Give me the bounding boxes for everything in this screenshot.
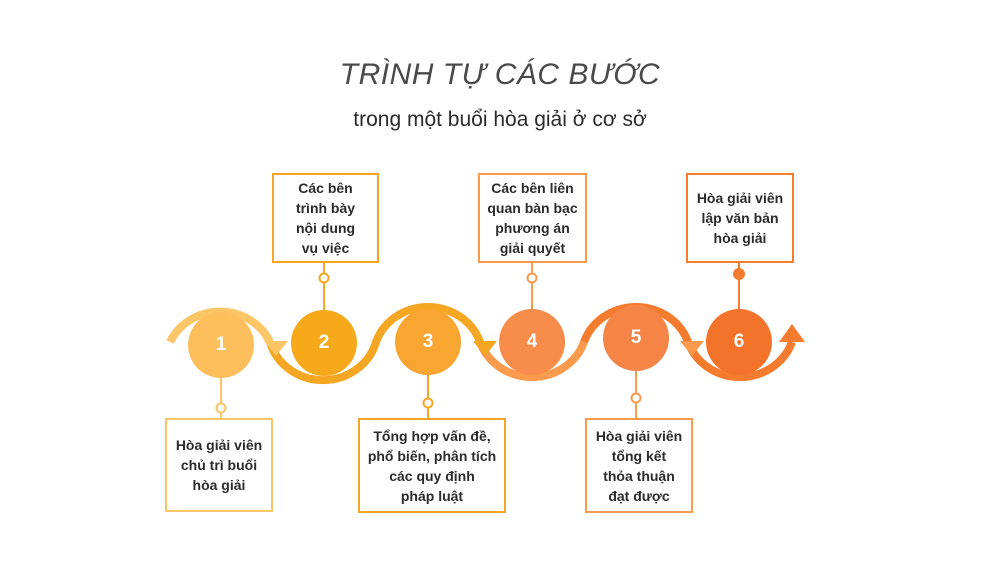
track-segment-1 [166, 307, 274, 344]
step-6-dot [733, 268, 745, 280]
arrowhead-1 [264, 341, 288, 356]
step-1-dot [215, 402, 227, 414]
step-2-dot [318, 272, 330, 284]
step-6-circle [706, 309, 772, 375]
arrowhead-2 [473, 341, 497, 356]
arrowhead-3 [680, 341, 704, 356]
step-2-number: 2 [318, 332, 330, 353]
step-4-dot [526, 272, 538, 284]
step-5-circle [603, 305, 669, 371]
step-3-circle [395, 309, 461, 375]
step-1-box: Hòa giải viên chủ trì buổi hòa giải [165, 418, 273, 512]
step-5-number: 5 [630, 327, 642, 348]
step-6-box: Hòa giải viên lập văn bản hòa giải [686, 173, 794, 263]
step-3-box: Tổng hợp vấn đề, phổ biến, phân tích các… [358, 418, 506, 513]
arrowhead-end [779, 324, 805, 342]
step-1-circle [188, 312, 254, 378]
step-5-box: Hòa giải viên tổng kết thỏa thuận đạt đư… [585, 418, 693, 513]
track-segment-3 [476, 340, 588, 381]
step-5-dot [630, 392, 642, 404]
step-4-box: Các bên liên quan bàn bạc phương án giải… [478, 173, 587, 263]
step-4-circle [499, 309, 565, 375]
step-1-number: 1 [215, 334, 227, 355]
step-6-number: 6 [733, 331, 745, 352]
step-2-box: Các bên trình bày nội dung vụ việc [272, 173, 379, 263]
step-4-number: 4 [526, 331, 538, 352]
page-subtitle: trong một buổi hòa giải ở cơ sở [353, 108, 647, 131]
step-3-number: 3 [422, 331, 434, 352]
track-segment-2 [266, 303, 484, 385]
page-title: TRÌNH TỰ CÁC BƯỚC [339, 58, 661, 91]
step-3-dot [422, 397, 434, 409]
step-2-circle [291, 310, 357, 376]
